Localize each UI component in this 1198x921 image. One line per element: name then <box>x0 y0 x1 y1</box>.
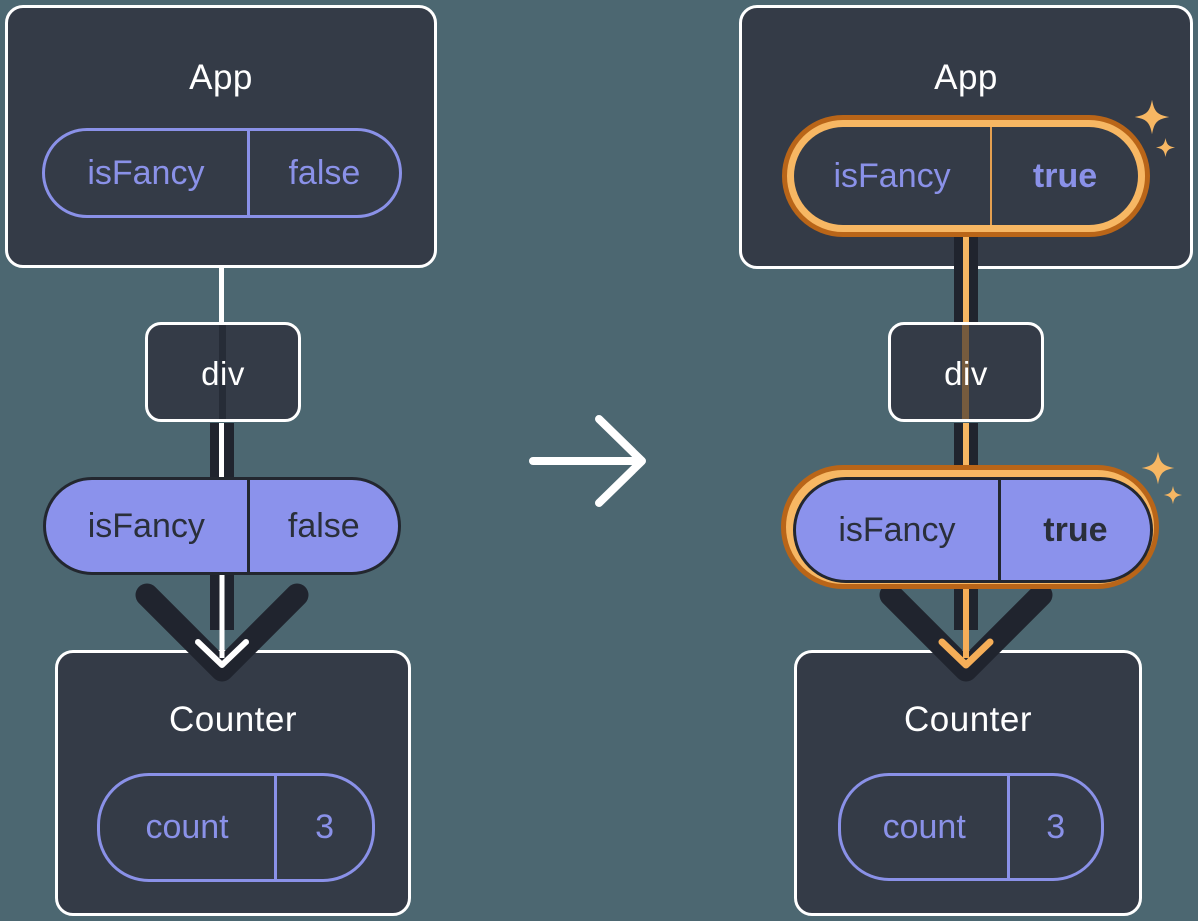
thread-line <box>963 230 969 324</box>
thread-stripe <box>962 325 969 419</box>
prop-name: isFancy <box>796 480 1001 580</box>
state-name: count <box>100 776 278 879</box>
highlight-ring: isFancy true <box>781 465 1159 589</box>
counter-component-box: Counter count 3 <box>794 650 1142 916</box>
thread-stripe <box>219 325 226 419</box>
div-node-box: div <box>145 322 301 422</box>
sparkle-icon <box>1163 485 1183 505</box>
state-value: 3 <box>315 808 334 846</box>
arrowhead-down-icon <box>135 572 309 682</box>
div-node-box: div <box>888 322 1044 422</box>
state-pill: count 3 <box>838 773 1104 881</box>
app-prop-pill: isFancy false <box>42 128 402 218</box>
counter-title: Counter <box>168 700 298 739</box>
arrow-right-icon <box>529 415 646 507</box>
thread-line <box>219 266 224 326</box>
app-prop-pill: isFancy true <box>794 127 1138 225</box>
thread-line <box>219 423 224 479</box>
app-title: App <box>934 58 998 97</box>
passed-prop-pill: isFancy false <box>43 477 401 575</box>
sparkle-icon <box>1155 137 1176 158</box>
prop-value: true <box>1032 156 1098 195</box>
div-label: div <box>201 355 245 392</box>
sparkle-icon <box>1134 99 1170 135</box>
prop-value: false <box>288 153 361 192</box>
prop-name: isFancy <box>794 127 993 225</box>
counter-component-box: Counter count 3 <box>55 650 411 916</box>
app-title: App <box>189 58 253 97</box>
prop-name: isFancy <box>45 131 250 215</box>
prop-value: false <box>287 506 360 545</box>
state-name: count <box>841 776 1011 878</box>
thread-line <box>963 423 969 479</box>
highlight-ring: isFancy true <box>782 115 1150 237</box>
sparkle-icon <box>1141 451 1175 485</box>
arrowhead-down-icon <box>879 572 1053 682</box>
passed-prop-pill: isFancy true <box>793 477 1153 583</box>
div-label: div <box>944 355 988 392</box>
prop-name: isFancy <box>46 480 250 572</box>
prop-value: true <box>1043 510 1108 549</box>
counter-title: Counter <box>903 700 1033 739</box>
state-value: 3 <box>1046 807 1066 846</box>
state-pill: count 3 <box>97 773 375 882</box>
